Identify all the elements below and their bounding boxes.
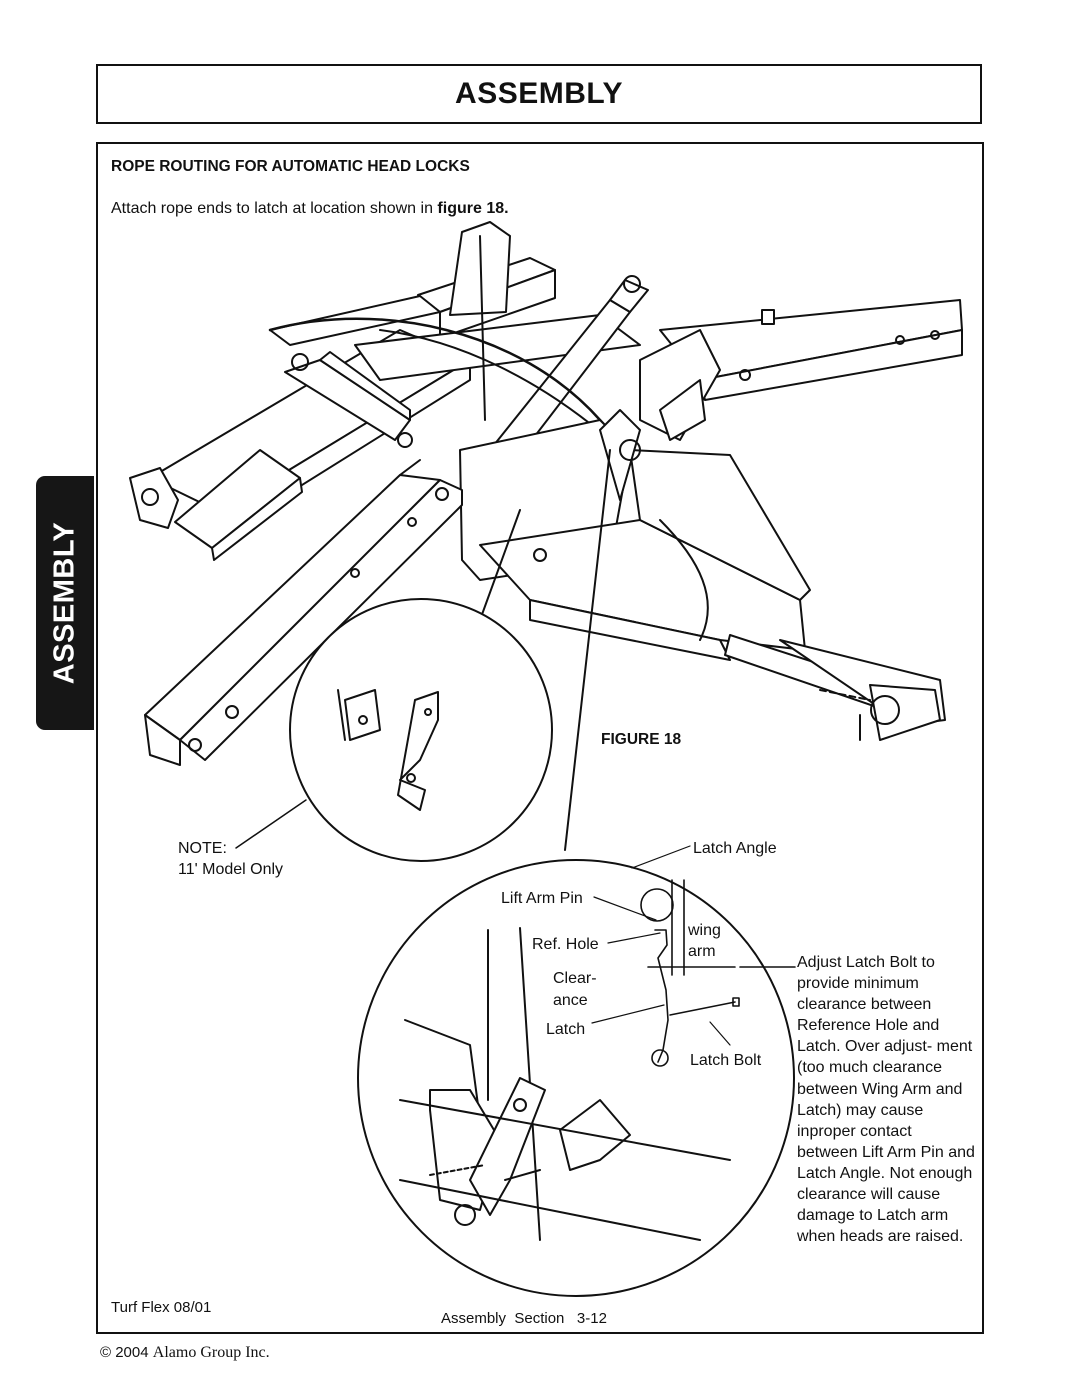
model-note: 11' Model Only — [178, 861, 284, 878]
latch-detail — [640, 879, 796, 1067]
page-title-box: ASSEMBLY — [96, 64, 982, 124]
copyright-year: © 2004 — [100, 1344, 149, 1361]
figure-reference: figure 18. — [437, 200, 509, 217]
note-label: NOTE: — [178, 840, 227, 857]
intro-prefix: Attach rope ends to latch at location sh… — [111, 200, 438, 217]
detail-circle-large — [357, 859, 795, 1297]
detail-circle-small — [289, 598, 553, 862]
callout-leaders — [591, 845, 731, 1046]
callout-wing: wing — [688, 922, 721, 939]
left-wing-arm — [144, 459, 463, 766]
section-heading: ROPE ROUTING FOR AUTOMATIC HEAD LOCKS — [111, 158, 470, 175]
callout-ref-hole: Ref. Hole — [532, 936, 599, 953]
callout-lift-arm-pin: Lift Arm Pin — [501, 890, 583, 907]
hydraulic-cylinder-left — [284, 351, 413, 448]
hitch-tongue — [724, 634, 946, 741]
content-frame — [96, 142, 984, 1334]
callout-clearance-2: ance — [553, 992, 588, 1009]
intro-text: Attach rope ends to latch at location sh… — [111, 200, 509, 218]
footer-section-page: Assembly Section 3-12 — [441, 1310, 607, 1327]
section-side-tab: ASSEMBLY — [36, 476, 94, 730]
copyright-company: Alamo Group Inc. — [152, 1344, 270, 1361]
callout-latch-bolt: Latch Bolt — [690, 1052, 762, 1069]
center-frame — [459, 409, 811, 661]
page-title: ASSEMBLY — [455, 77, 623, 110]
callout-clearance-1: Clear- — [553, 970, 597, 987]
callout-latch-angle: Latch Angle — [693, 840, 777, 857]
figure-label: FIGURE 18 — [601, 731, 682, 748]
callout-latch: Latch — [546, 1021, 586, 1038]
right-wing-arm — [639, 299, 963, 441]
adjust-latch-note: Adjust Latch Bolt to provide minimum cle… — [797, 954, 975, 1246]
copyright: © 2004 Alamo Group Inc. — [100, 1344, 270, 1362]
footer-model-date: Turf Flex 08/01 — [111, 1299, 212, 1316]
callout-arm: arm — [688, 943, 716, 960]
